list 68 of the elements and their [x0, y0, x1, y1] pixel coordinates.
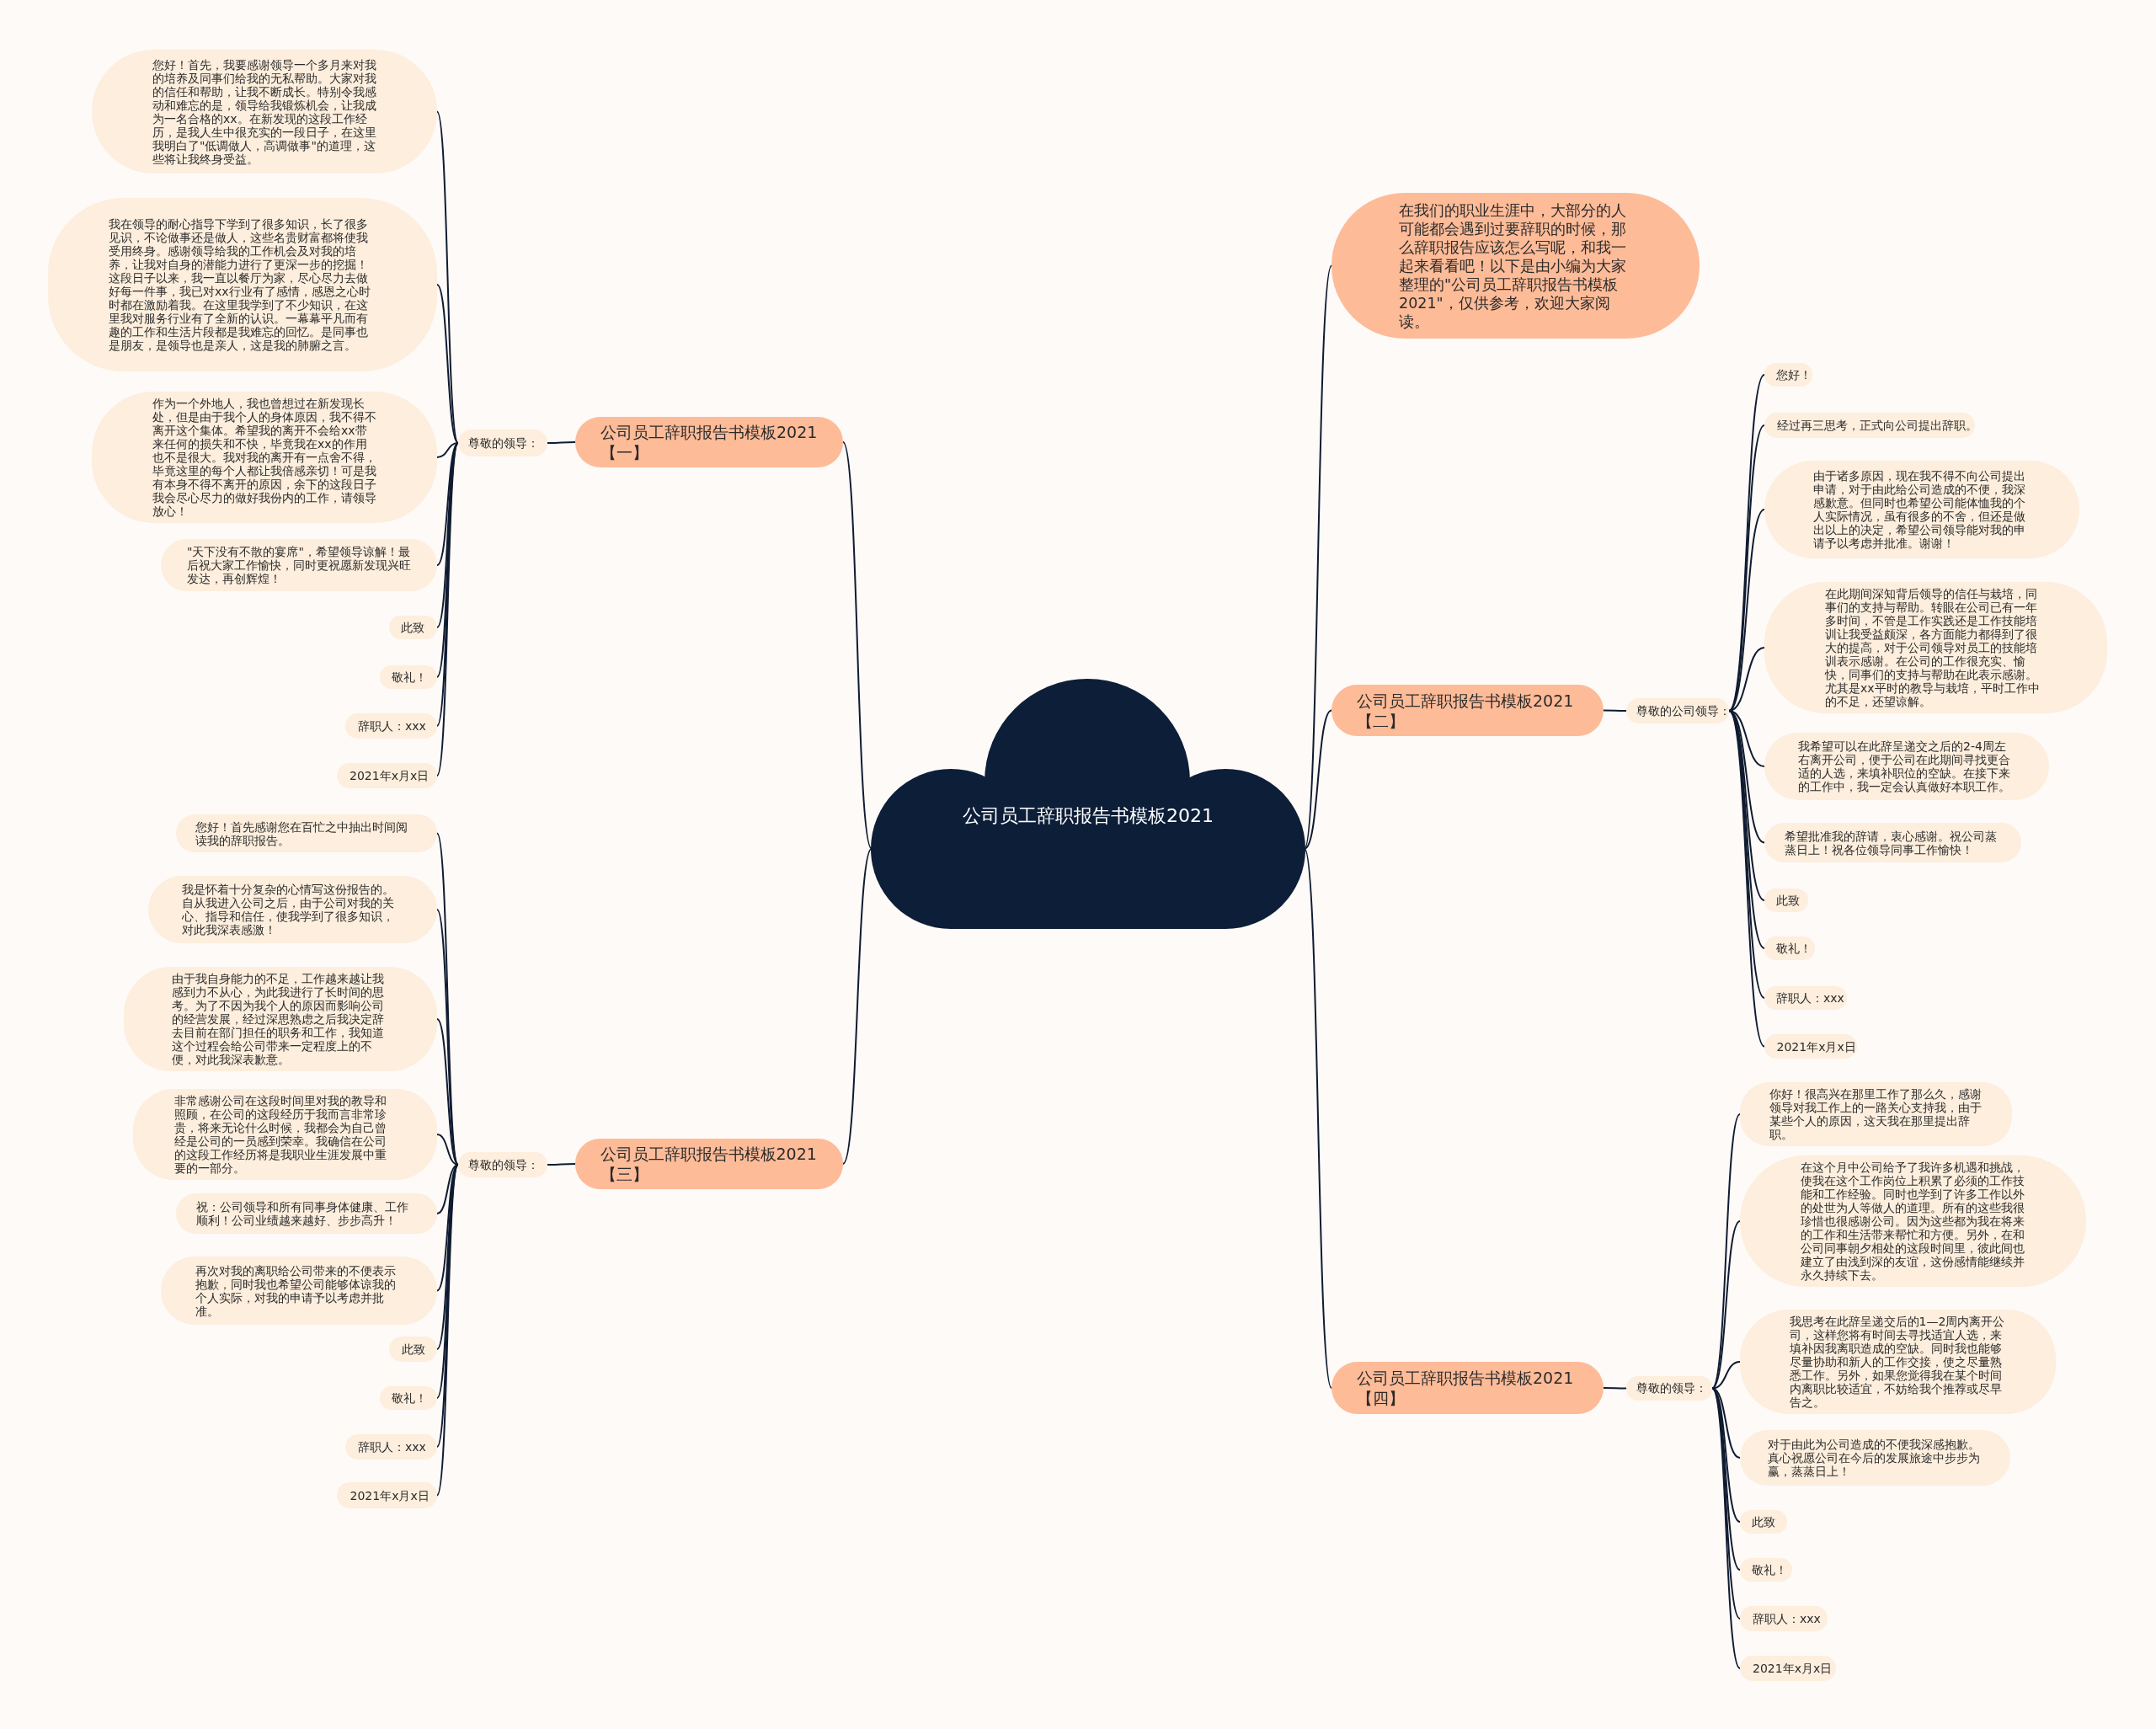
note-bubble: 您好！首先感谢您在百忙之中抽出时间阅读我的辞职报告。	[176, 814, 437, 852]
connector	[1711, 1113, 1741, 1390]
note-bubble: 此致	[389, 616, 437, 639]
note-bubble: 你好！很高兴在那里工作了那么久，感谢领导对我工作上的一路关心支持我，由于某些个人的原因，这天我在那里提出辞职。	[1740, 1082, 2012, 1146]
connector	[436, 442, 459, 458]
note-bubble: 我思考在此辞呈递交后的1—2周内离开公司，这样您将有时间去寻找适宜人选，来填补因我离职造成的空缺。同时我也能够尽量协助和新人的工作交接，使之尽量熟悉工作。另外，如果您觉得我在某个时间内离职比较适宜，不妨给我个推荐或尽早告之。	[1740, 1310, 2056, 1414]
connector	[436, 1134, 459, 1166]
connector	[1711, 1387, 1741, 1669]
connector	[436, 442, 459, 566]
connector	[1603, 709, 1627, 712]
note-bubble: 此致	[1764, 889, 1808, 912]
note-bubble: 由于我自身能力的不足，工作越来越让我感到力不从心，为此我进行了长时间的思考。为了不因为我个人的原因而影响公司的经营发展，经过深思熟虑之后我决定辞去目前在部门担任的职务和工作，我知道这个过程会给公司带来一定程度上的不便，对此我深表歉意。	[124, 967, 437, 1071]
note-bubble: 辞职人：xxx	[1764, 986, 1847, 1010]
greeting-bubble: 尊敬的领导：	[458, 1152, 547, 1177]
connector	[547, 1163, 576, 1166]
connector	[1711, 1220, 1741, 1390]
note-bubble: 由于诸多原因，现在我不得不向公司提出申请，对于由此给公司造成的不便，我深感歉意。但同时也希望公司能体恤我的个人实际情况，虽有很多的不舍，但还是做出以上的决定，希望公司领导能对我的申请予以考虑并批准。谢谢！	[1764, 461, 2079, 558]
greeting-bubble: 尊敬的领导：	[1626, 1376, 1712, 1401]
note-bubble: 此致	[389, 1337, 437, 1362]
connector	[1603, 1387, 1627, 1390]
greeting-bubble: 尊敬的公司领导：	[1626, 698, 1729, 723]
note-bubble: 敬礼！	[380, 665, 437, 689]
connector	[1304, 264, 1332, 850]
note-bubble: 您好！	[1764, 363, 1812, 387]
note-bubble: 非常感谢公司在这段时间里对我的教导和照顾，在公司的这段经历于我而言非常珍贵，将来无论什么时候，我都会为自己曾经是公司的一员感到荣幸。我确信在公司的这段工作经历将是我职业生涯发展中重要的一部分。	[133, 1089, 437, 1180]
connector	[436, 909, 459, 1166]
note-bubble: 我在领导的耐心指导下学到了很多知识，长了很多见识，不论做事还是做人，这些名贵财富都将使我受用终身。感谢领导给我的工作机会及对我的培养，让我对自身的潜能力进行了更深一步的挖掘！这段日子以来，我一直以餐厅为家，尽心尽力去做好每一件事，我已对xx行业有了感情，感恩之心时时都在激励着我。在这里我学到了不少知识，在这里我对服务行业有了全新的认识。一幕幕平凡而有趣的工作和生活片段都是我难忘的回忆。是同事也是朋友，是领导也是亲人，这是我的肺腑之言。	[48, 198, 437, 371]
note-bubble: 对于由此为公司造成的不便我深感抱歉。真心祝愿公司在今后的发展旅途中步步为赢，蒸蒸日上！	[1740, 1430, 2010, 1486]
connector	[842, 441, 873, 850]
connector	[1304, 709, 1332, 850]
intro-bubble: 在我们的职业生涯中，大部分的人可能都会遇到过要辞职的时候，那么辞职报告应该怎么写呢，和我一起来看看吧！以下是由小编为大家整理的"公司员工辞职报告书模板2021"，仅供参考，欢迎大家阅读。	[1331, 193, 1700, 339]
note-bubble: 2021年x月x日	[1764, 1034, 1857, 1059]
note-bubble: 作为一个外地人，我也曾想过在新发现长处，但是由于我个人的身体原因，我不得不离开这个集体。希望我的离开不会给xx带来任何的损失和不快，毕竟我在xx的作用也不是很大。我对我的离开有一点舍不得，毕竟这里的每个人都让我倍感亲切！可是我有本身不得不离开的原因，余下的这段日子我会尽心尽力的做好我份内的工作，请领导放心！	[92, 392, 437, 523]
note-bubble: 敬礼！	[1740, 1558, 1792, 1582]
connector	[1711, 1387, 1741, 1620]
note-bubble: "天下没有不散的宴席"，希望领导谅解！最后祝大家工作愉快，同时更祝愿新发现兴旺发达，再创辉煌！	[161, 539, 437, 591]
note-bubble: 再次对我的离职给公司带来的不便表示抱歉，同时我也希望公司能够体谅我的个人实际，对我的申请予以考虑并批准。	[161, 1257, 437, 1325]
connector	[436, 832, 459, 1166]
connector	[436, 284, 459, 444]
note-bubble: 您好！首先，我要感谢领导一个多月来对我的培养及同事们给我的无私帮助。大家对我的信任和帮助，让我不断成长。特别令我感动和难忘的是，领导给我锻炼机会，让我成为一名合格的xx。在新发现的这段工作经历，是我人生中很充实的一段日子，在这里我明白了"低调做人，高调做事"的道理，这些将让我终身受益。	[92, 50, 437, 173]
note-bubble: 2021年x月x日	[337, 1482, 437, 1508]
connector	[436, 1164, 459, 1214]
topic-box: 公司员工辞职报告书模板2021【三】	[575, 1139, 843, 1189]
note-bubble: 我是怀着十分复杂的心情写这份报告的。自从我进入公司之后，由于公司对我的关心、指导和信任，使我学到了很多知识，对此我深表感激！	[148, 876, 437, 943]
note-bubble: 在此期间深知背后领导的信任与栽培，同事们的支持与帮助。转眼在公司已有一年多时间，不管是工作实践还是工作技能培训让我受益颇深，各方面能力都得到了很大的提高，对于公司领导对员工的技能培训表示感谢。在公司的工作很充实、愉快，同事们的支持与帮助在此表示感谢。尤其是xx平时的教导与栽培，平时工作中的不足，还望谅解。	[1764, 582, 2107, 713]
topic-box: 公司员工辞职报告书模板2021【二】	[1331, 685, 1604, 736]
connector	[436, 1018, 459, 1166]
note-bubble: 我希望可以在此辞呈递交之后的2-4周左右离开公司，便于公司在此期间寻找更合适的人选，来填补职位的空缺。在接下来的工作中，我一定会认真做好本职工作。	[1764, 733, 2049, 800]
connector	[547, 441, 576, 444]
note-bubble: 辞职人：xxx	[345, 713, 437, 739]
note-bubble: 经过再三思考，正式向公司提出辞职。	[1764, 413, 1975, 438]
note-bubble: 希望批准我的辞请，衷心感谢。祝公司蒸蒸日上！祝各位领导同事工作愉快！	[1764, 823, 2021, 862]
connector	[842, 847, 873, 1165]
topic-box: 公司员工辞职报告书模板2021【四】	[1331, 1362, 1604, 1414]
topic-box: 公司员工辞职报告书模板2021【一】	[575, 417, 843, 467]
note-bubble: 2021年x月x日	[1740, 1656, 1836, 1681]
note-bubble: 敬礼！	[1764, 937, 1815, 960]
note-bubble: 敬礼！	[380, 1386, 437, 1410]
connector	[1711, 1361, 1741, 1390]
note-bubble: 在这个月中公司给予了我许多机遇和挑战，使我在这个工作岗位上积累了必须的工作技能和工作经验。同时也学到了许多工作以外的处世为人等做人的道理。所有的这些我很珍惜也很感谢公司。因为这些都为我在将来的工作和生活带来帮忙和方便。另外，在和公司同事朝夕相处的这段时间里，彼此间也建立了由浅到深的友谊，这份感情能继续并永久持续下去。	[1740, 1155, 2086, 1287]
note-bubble: 祝：公司领导和所有同事身体健康、工作顺利！公司业绩越来越好、步步高升！	[176, 1193, 437, 1234]
greeting-bubble: 尊敬的领导：	[458, 430, 547, 456]
note-bubble: 辞职人：xxx	[345, 1434, 437, 1460]
note-bubble: 辞职人：xxx	[1740, 1606, 1828, 1631]
note-bubble: 2021年x月x日	[337, 763, 437, 788]
connector	[436, 110, 459, 444]
note-bubble: 此致	[1740, 1510, 1787, 1534]
central-topic: 公司员工辞职报告书模板2021	[962, 804, 1214, 827]
